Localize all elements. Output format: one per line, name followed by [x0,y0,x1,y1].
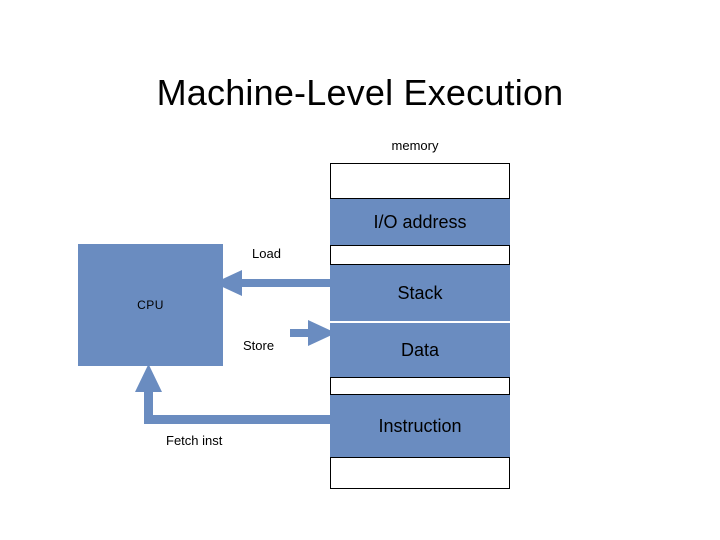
fetch-inst-arrow-label: Fetch inst [166,433,223,448]
memory-block-7 [330,457,510,489]
memory-block-0 [330,163,510,199]
memory-block-stack: Stack [330,265,510,321]
cpu-box: CPU [78,244,223,366]
memory-column-label: memory [391,138,439,153]
memory-block-instruction: Instruction [330,395,510,457]
memory-block-5 [330,377,510,395]
cpu-label: CPU [137,298,164,312]
memory-block-2 [330,245,510,265]
memory-block-data: Data [330,323,510,377]
memory-block-label: Data [400,339,440,360]
page-title: Machine-Level Execution [156,72,564,113]
memory-block-io-address: I/O address [330,199,510,245]
load-arrow-label: Load [252,246,281,261]
memory-block-label: Instruction [378,415,462,436]
memory-block-label: I/O address [373,211,467,232]
load-arrow [214,270,330,296]
fetch-inst-arrow [135,364,330,424]
memory-block-label: Stack [397,282,443,303]
store-arrow-label: Store [243,338,275,353]
